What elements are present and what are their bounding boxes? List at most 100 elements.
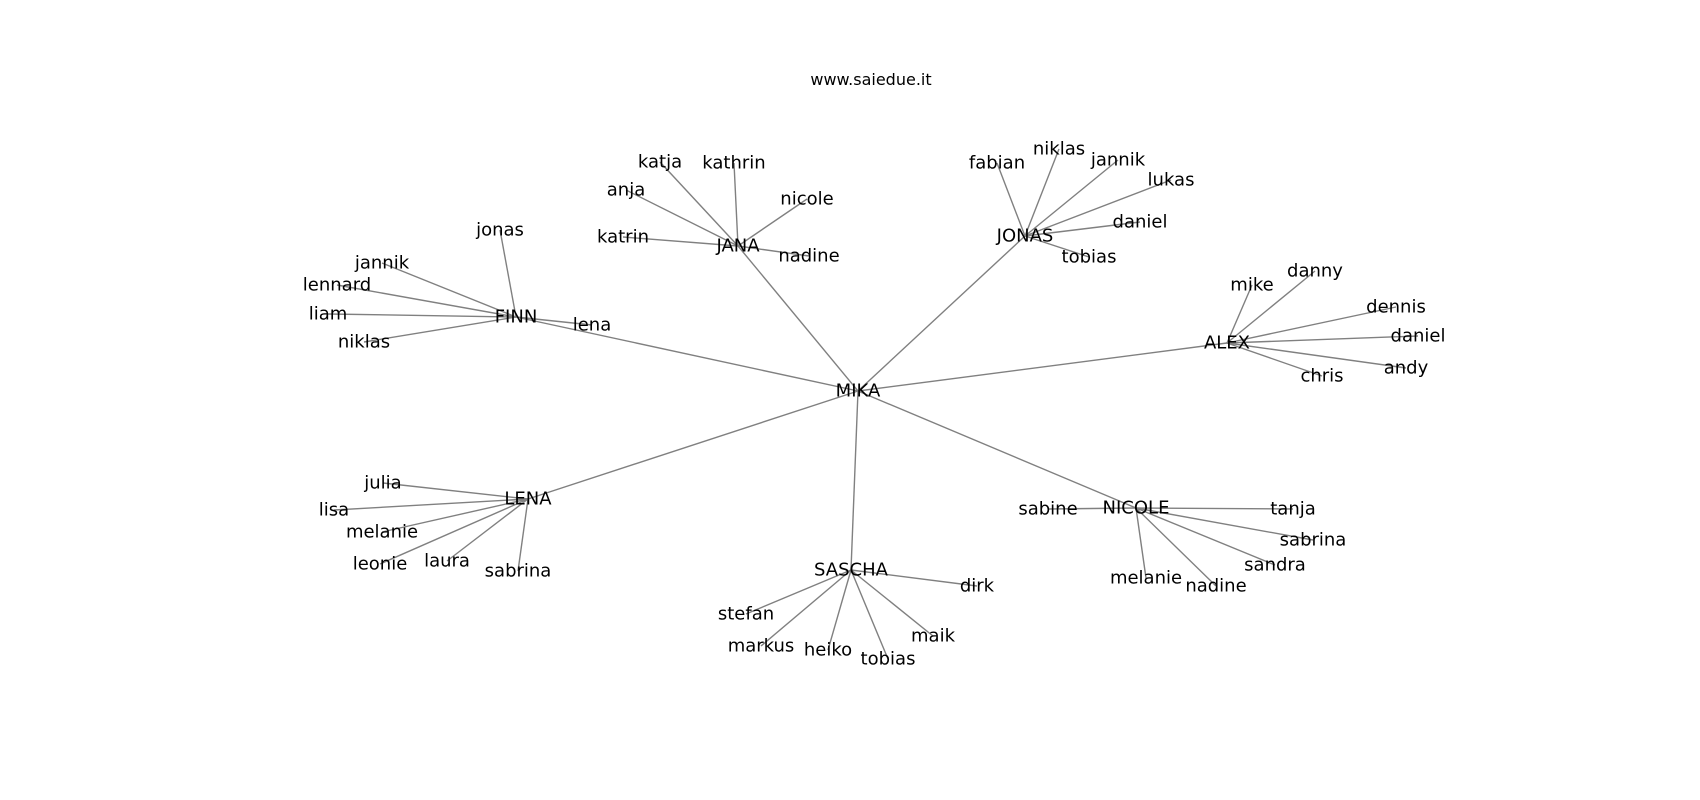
node-hub-jana: JANA [715, 236, 760, 257]
node-alex-andy: andy [1384, 358, 1429, 379]
edge-alex-dennis [1226, 306, 1397, 344]
edge-sascha-maik [850, 569, 934, 637]
node-hub-jonas: JONAS [996, 226, 1054, 247]
edge-finn-lena [515, 316, 593, 326]
edge-alex-mike [1226, 284, 1253, 344]
node-lena-laura: laura [424, 551, 470, 572]
labels-layer: MIKAFINNjonasjanniklennardliamniklaslena… [303, 139, 1446, 670]
edge-lena-julia [382, 482, 529, 500]
edge-lena-sabrina [517, 498, 529, 572]
edge-lena-melanie [381, 498, 529, 533]
edge-jana-nadine [737, 245, 810, 257]
node-sascha-markus: markus [728, 636, 795, 657]
node-nicole-melanie: melanie [1110, 568, 1182, 589]
node-jana-nicole: nicole [780, 189, 833, 210]
node-nicole-sabrina: sabrina [1280, 530, 1347, 551]
node-alex-mike: mike [1230, 275, 1273, 296]
edge-nicole-sabrina [1135, 507, 1314, 541]
node-lena-leonie: leonie [353, 554, 408, 575]
edge-alex-andy [1226, 342, 1407, 369]
node-jonas-daniel: daniel [1113, 212, 1168, 233]
node-jonas-lukas: lukas [1148, 170, 1195, 191]
node-alex-chris: chris [1300, 366, 1343, 387]
edge-sascha-heiko [827, 569, 852, 651]
edge-jonas-tobias [1024, 235, 1090, 258]
node-alex-danny: danny [1287, 261, 1343, 282]
edge-finn-lennard [336, 284, 517, 318]
edge-alex-chris [1226, 342, 1323, 377]
node-finn-liam: liam [309, 304, 348, 325]
node-hub-finn: FINN [495, 307, 538, 328]
edge-root-jana [737, 245, 859, 392]
node-sascha-dirk: dirk [960, 576, 995, 597]
edge-sascha-stefan [745, 569, 852, 615]
edge-sascha-markus [760, 569, 852, 647]
edge-finn-jannik [381, 262, 517, 318]
edge-nicole-nadine [1135, 507, 1217, 587]
edge-nicole-sabine [1047, 507, 1137, 510]
node-hub-lena: LENA [504, 489, 552, 510]
node-sascha-maik: maik [911, 626, 956, 647]
edge-jonas-niklas [1024, 148, 1060, 237]
node-hub-alex: ALEX [1204, 333, 1250, 354]
edge-jonas-lukas [1024, 179, 1172, 237]
node-hub-nicole: NICOLE [1103, 498, 1170, 519]
edge-nicole-sandra [1135, 507, 1276, 566]
node-finn-jonas: jonas [475, 220, 524, 241]
node-finn-jannik: jannik [354, 253, 410, 274]
edge-sascha-tobias [850, 569, 889, 660]
node-jana-katja: katja [638, 152, 682, 173]
node-jonas-jannik: jannik [1090, 150, 1146, 171]
node-lena-sabrina: sabrina [485, 561, 552, 582]
site-title: www.saiedue.it [810, 70, 932, 89]
edge-jonas-jannik [1024, 159, 1119, 237]
edge-jonas-daniel [1024, 221, 1141, 237]
edge-jana-kathrin [733, 162, 739, 247]
edge-alex-danny [1226, 270, 1316, 344]
edge-root-lena [527, 390, 859, 500]
edge-root-sascha [850, 390, 859, 571]
node-nicole-nadine: nadine [1185, 576, 1246, 597]
edge-lena-laura [446, 498, 529, 562]
node-sascha-heiko: heiko [804, 640, 852, 661]
edge-jana-katrin [622, 236, 739, 247]
node-jonas-tobias: tobias [1062, 247, 1117, 268]
node-lena-melanie: melanie [346, 522, 418, 543]
node-finn-lennard: lennard [303, 275, 371, 296]
edge-root-finn [515, 316, 859, 392]
edge-finn-jonas [499, 229, 517, 318]
node-nicole-sandra: sandra [1244, 555, 1306, 576]
edge-root-alex [857, 342, 1228, 392]
node-jonas-niklas: niklas [1033, 139, 1085, 160]
node-lena-julia: julia [363, 473, 401, 494]
node-jana-nadine: nadine [778, 246, 839, 267]
node-hub-sascha: SASCHA [814, 560, 889, 581]
node-jana-katrin: katrin [597, 227, 649, 248]
edge-lena-lisa [333, 498, 529, 511]
edge-alex-daniel [1226, 335, 1419, 344]
edge-finn-liam [327, 313, 517, 318]
node-root-mika: MIKA [836, 381, 881, 402]
node-jonas-fabian: fabian [969, 153, 1025, 174]
edge-jonas-fabian [996, 162, 1026, 237]
node-alex-dennis: dennis [1366, 297, 1426, 318]
node-jana-kathrin: kathrin [702, 153, 765, 174]
edge-sascha-dirk [850, 569, 978, 587]
node-jana-anja: anja [607, 180, 645, 201]
node-nicole-sabine: sabine [1018, 499, 1077, 520]
edge-root-jonas [857, 235, 1026, 392]
edge-lena-leonie [379, 498, 529, 565]
node-lena-lisa: lisa [319, 500, 349, 521]
edge-nicole-melanie [1135, 507, 1147, 579]
edge-finn-niklas [363, 316, 517, 343]
edge-jana-katja [659, 161, 739, 247]
node-alex-daniel: daniel [1391, 326, 1446, 347]
edges-layer [327, 148, 1419, 660]
edge-jana-nicole [737, 198, 808, 247]
edge-root-nicole [857, 390, 1137, 509]
node-sascha-tobias: tobias [861, 649, 916, 670]
edge-jana-anja [625, 189, 739, 247]
node-nicole-tanja: tanja [1270, 499, 1316, 520]
node-finn-niklas: niklas [338, 332, 390, 353]
